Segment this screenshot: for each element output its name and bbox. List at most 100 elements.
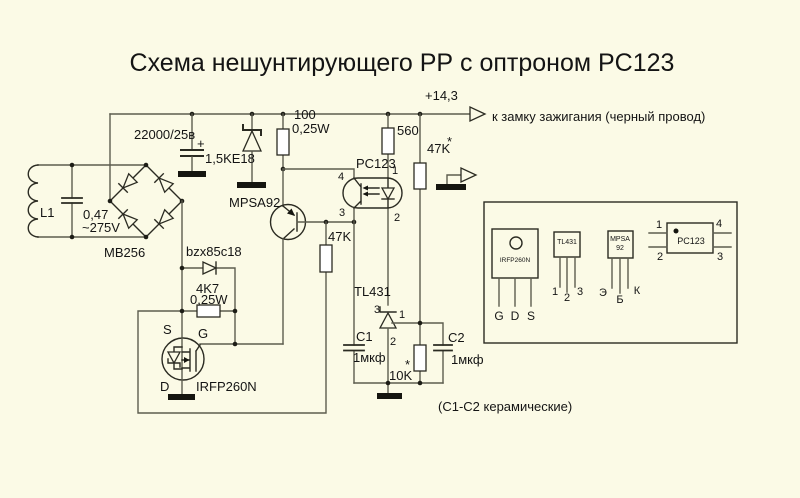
junction-dot bbox=[143, 234, 149, 240]
pnp-emitter-arrow-icon bbox=[287, 208, 295, 216]
gate-protection: bzx85c18 4K7 0,25W bbox=[179, 200, 284, 347]
coil-icon bbox=[27, 164, 39, 238]
rail-output-label: к замку зажигания (черный провод) bbox=[492, 109, 705, 124]
package-legs bbox=[559, 256, 576, 293]
input-cap-value: 0,47 bbox=[83, 207, 108, 222]
junction-dot bbox=[69, 162, 75, 168]
junction-dot bbox=[143, 162, 149, 168]
junction-dot bbox=[417, 320, 423, 326]
reference-circuit: TL431 3 1 2 C1 1мкф 10K * C2 1мкф (C1-C2… bbox=[343, 220, 572, 414]
tl431-triangle-icon bbox=[378, 311, 398, 329]
ceramic-note: (C1-C2 керамические) bbox=[438, 399, 572, 414]
pinout-irfp260n: IRFP260N G D S bbox=[491, 228, 539, 323]
junction-dot bbox=[385, 380, 391, 386]
pkg-tl431-pin3: 3 bbox=[577, 286, 583, 298]
tl431-pin1: 1 bbox=[399, 309, 405, 321]
filter-cap-plus: + bbox=[197, 136, 205, 151]
junction-dot bbox=[107, 198, 113, 204]
resistor-body bbox=[276, 128, 290, 156]
mosfet-pin-d: D bbox=[160, 379, 169, 394]
chassis-ground-annotation bbox=[436, 166, 478, 190]
pkg-mpsa-name1: MPSA bbox=[610, 236, 630, 243]
opto-light-arrowhead-icon bbox=[362, 191, 368, 197]
junction-dot bbox=[232, 308, 238, 314]
chassis-wire bbox=[446, 174, 462, 185]
pkg-pc123-pin4: 4 bbox=[716, 218, 722, 230]
opto-label: PC123 bbox=[356, 156, 396, 171]
c1-plates-icon bbox=[343, 344, 365, 352]
pinout-frame bbox=[483, 201, 738, 344]
pkg-mpsa-name2: 92 bbox=[616, 245, 624, 252]
bridge-diode-icon bbox=[153, 172, 175, 194]
base-return-loop bbox=[137, 221, 327, 414]
junction-dot bbox=[179, 308, 185, 314]
pinout-mpsa92: MPSA 92 Э Б К bbox=[599, 230, 641, 306]
c1-name: C1 bbox=[356, 329, 373, 344]
resistor-body bbox=[196, 304, 221, 318]
r100-power: 0,25W bbox=[292, 121, 330, 136]
tl431-ref-wire bbox=[391, 322, 444, 346]
bridge-diode-icon bbox=[117, 208, 139, 230]
r4k7-wires bbox=[181, 310, 236, 345]
opto-pin2: 2 bbox=[394, 212, 400, 224]
tl431-pin2: 2 bbox=[390, 336, 396, 348]
resistor-100: 100 0,25W bbox=[276, 107, 330, 172]
ground-bar-icon bbox=[168, 394, 195, 400]
capacitor-plates-icon bbox=[180, 149, 204, 157]
opto-light-arrows bbox=[367, 187, 380, 195]
zener-wire bbox=[181, 267, 236, 312]
pkg-mpsa-pin-k: К bbox=[634, 285, 641, 297]
opto-pin1: 1 bbox=[392, 165, 398, 177]
pkg-pc123-pin3: 3 bbox=[717, 251, 723, 263]
junction-dot bbox=[417, 380, 423, 386]
c1-value: 1мкф bbox=[353, 350, 386, 365]
mosfet-arrow-icon bbox=[184, 357, 190, 363]
mosfet-irfp260n: S G D IRFP260N bbox=[160, 322, 257, 400]
opto-body bbox=[342, 177, 403, 209]
r10k-star: * bbox=[405, 357, 410, 372]
r47k-base-value: 47K bbox=[328, 229, 351, 244]
tvs-diode: 1,5KE18 bbox=[205, 113, 266, 188]
pkg-irfp-pin-d: D bbox=[511, 309, 520, 323]
output-arrow-icon bbox=[469, 105, 487, 123]
r47k-upper-value: 47K bbox=[427, 141, 450, 156]
r47k-upper-star: * bbox=[447, 134, 452, 149]
zener-triangle-icon bbox=[202, 260, 218, 276]
mosfet-label: IRFP260N bbox=[196, 379, 257, 394]
tl431-pin3: 3 bbox=[374, 304, 380, 316]
resistor-body bbox=[319, 244, 333, 273]
pinout-tl431: TL431 1 2 3 bbox=[552, 231, 583, 304]
r10k-value: 10K bbox=[389, 368, 412, 383]
pkg-pc123-name: PC123 bbox=[677, 236, 705, 246]
tvs-triangle-icon bbox=[241, 129, 263, 152]
r4k7-power: 0,25W bbox=[190, 292, 228, 307]
body-diode-leads bbox=[173, 346, 183, 370]
pkg-mpsa-pin-b: Б bbox=[616, 294, 623, 306]
mosfet-channel-icon bbox=[181, 348, 191, 372]
pkg-irfp-name: IRFP260N bbox=[500, 257, 531, 264]
c2-plates-icon bbox=[433, 344, 453, 352]
body-diode-icon bbox=[166, 351, 182, 365]
junction-dot bbox=[232, 341, 238, 347]
pinout-box: IRFP260N G D S TL431 1 2 3 MPSA 92 Э Б К bbox=[483, 201, 738, 344]
r4k7-value: 4K7 bbox=[196, 281, 219, 296]
resistor-47k-upper: 47K * bbox=[413, 113, 452, 324]
package-legs bbox=[498, 277, 532, 307]
c2-name: C2 bbox=[448, 330, 465, 345]
opto-pin4: 4 bbox=[338, 171, 344, 183]
package-legs bbox=[648, 232, 732, 248]
mosfet-gate-bar bbox=[195, 344, 201, 372]
pkg-tl431-pin1: 1 bbox=[552, 286, 558, 298]
bridge-label: MB256 bbox=[104, 245, 145, 260]
bridge-diamond bbox=[109, 164, 183, 238]
capacitor-plates-icon bbox=[61, 197, 83, 204]
pkg-irfp-pin-g: G bbox=[494, 309, 503, 323]
filter-cap-value: 22000/25в bbox=[134, 127, 195, 142]
pkg-tl431-name: TL431 bbox=[557, 239, 577, 246]
opto-pin4-wire bbox=[282, 168, 355, 179]
chassis-arrow-icon bbox=[460, 166, 478, 184]
bridge-rectifier-mb256: MB256 bbox=[104, 162, 185, 260]
optocoupler-pc123: PC123 4 3 1 2 bbox=[282, 156, 403, 306]
ground-bar-icon bbox=[377, 393, 402, 399]
pkg-pc123-pin2: 2 bbox=[657, 251, 663, 263]
